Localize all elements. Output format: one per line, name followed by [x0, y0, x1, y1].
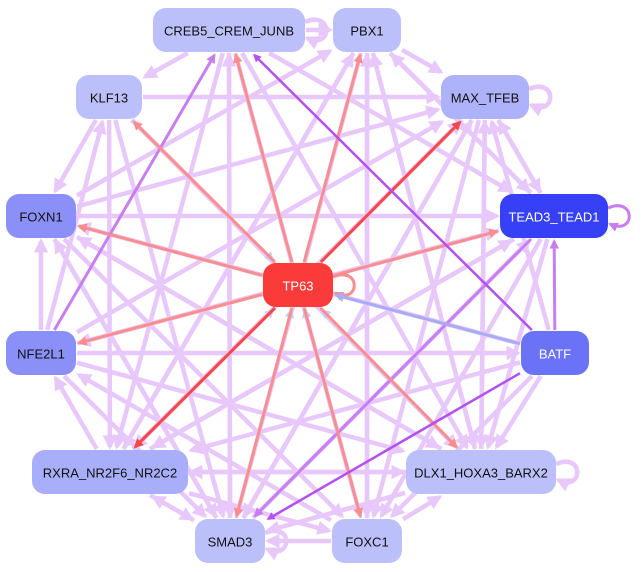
- edge-tp63-to-dlx1-hoxa3-barx2: [319, 306, 458, 449]
- node-box[interactable]: [333, 8, 401, 52]
- node-batf[interactable]: BATF: [521, 331, 589, 375]
- edge-batf-to-smad3: [266, 372, 521, 521]
- node-box[interactable]: [195, 519, 265, 563]
- edge-batf-to-tead3-tead1: [549, 239, 560, 331]
- node-pbx1[interactable]: PBX1: [333, 8, 401, 52]
- edge-smad3-to-foxn1: [53, 238, 219, 520]
- node-smad3[interactable]: SMAD3: [195, 519, 265, 563]
- node-label: TEAD3_TEAD1: [508, 210, 599, 225]
- edge-creb5-crem-junb-to-klf13: [142, 51, 189, 79]
- edge-dlx1-hoxa3-barx2-to-smad3: [265, 490, 406, 535]
- node-label: PBX1: [350, 24, 383, 39]
- node-box[interactable]: [76, 75, 142, 119]
- node-box[interactable]: [521, 331, 589, 375]
- node-label: SMAD3: [208, 535, 253, 550]
- node-label: RXRA_NR2F6_NR2C2: [43, 466, 177, 481]
- edge-nfe2l1-to-dlx1-hoxa3-barx2: [76, 360, 406, 455]
- edge-dlx1-hoxa3-barx2-to-foxn1: [76, 236, 443, 451]
- node-label: KLF13: [90, 91, 128, 106]
- edge-tp63-to-creb5-crem-junb: [233, 53, 294, 263]
- edge-tp63-to-tp63: [332, 273, 356, 301]
- edge-tp63-to-max-tfeb: [319, 120, 462, 264]
- edge-tp63-to-nfe2l1: [77, 293, 263, 346]
- edge-tp63-to-smad3: [233, 307, 294, 518]
- node-rxra-nr2f6-nr2c2[interactable]: RXRA_NR2F6_NR2C2: [32, 450, 188, 494]
- edge-tp63-to-foxn1: [77, 223, 263, 277]
- node-klf13[interactable]: KLF13: [76, 75, 142, 119]
- node-label: TP63: [282, 279, 313, 294]
- node-foxn1[interactable]: FOXN1: [6, 194, 76, 238]
- edges-layer: [33, 17, 631, 561]
- edge-tp63-to-foxc1: [302, 307, 363, 518]
- edge-foxc1-to-dlx1-hoxa3-barx2: [401, 495, 443, 522]
- node-label: BATF: [539, 347, 571, 362]
- node-box[interactable]: [406, 450, 556, 494]
- edge-foxn1-to-max-tfeb: [76, 105, 441, 209]
- edge-tead3-tead1-to-max-tfeb: [497, 119, 543, 195]
- node-label: FOXN1: [19, 210, 62, 225]
- edge-tp63-to-rxra-nr2f6-nr2c2: [133, 306, 276, 449]
- node-box[interactable]: [153, 8, 305, 52]
- edge-tead3-tead1-to-tead3-tead1: [607, 204, 631, 232]
- edge-pbx1-to-max-tfeb: [400, 47, 444, 74]
- edge-pbx1-to-rxra-nr2f6-nr2c2: [122, 51, 356, 450]
- node-box[interactable]: [332, 519, 402, 563]
- edge-smad3-to-rxra-nr2f6-nr2c2: [151, 495, 196, 523]
- node-label: MAX_TFEB: [451, 91, 520, 106]
- edge-tp63-to-klf13: [132, 120, 276, 264]
- node-tead3-tead1[interactable]: TEAD3_TEAD1: [500, 194, 608, 238]
- node-label: CREB5_CREM_JUNB: [164, 24, 294, 39]
- edge-rxra-nr2f6-nr2c2-to-nfe2l1: [53, 375, 99, 451]
- node-label: DLX1_HOXA3_BARX2: [414, 466, 548, 481]
- edge-max-tfeb-to-max-tfeb: [528, 84, 553, 117]
- edge-batf-to-rxra-nr2f6-nr2c2: [188, 360, 521, 455]
- edge-foxc1-to-nfe2l1: [76, 372, 333, 523]
- node-box[interactable]: [263, 263, 333, 307]
- edge-smad3-to-max-tfeb: [241, 119, 473, 520]
- node-box[interactable]: [6, 194, 76, 238]
- node-label: FOXC1: [345, 535, 388, 550]
- edge-tead3-tead1-to-rxra-nr2f6-nr2c2: [150, 237, 516, 449]
- node-max-tfeb[interactable]: MAX_TFEB: [441, 75, 529, 119]
- node-label: NFE2L1: [17, 347, 65, 362]
- node-dlx1-hoxa3-barx2[interactable]: DLX1_HOXA3_BARX2: [406, 450, 556, 494]
- node-box[interactable]: [500, 194, 608, 238]
- edge-creb5-crem-junb-to-dlx1-hoxa3-barx2: [240, 51, 469, 450]
- node-box[interactable]: [6, 331, 76, 375]
- edge-tp63-to-tead3-tead1: [333, 228, 499, 277]
- edge-batf-to-dlx1-hoxa3-barx2: [494, 374, 543, 450]
- edge-tp63-to-pbx1: [302, 53, 363, 263]
- edge-nfe2l1-to-creb5-crem-junb: [53, 53, 216, 331]
- edge-smad3-to-creb5-crem-junb: [221, 52, 237, 519]
- node-box[interactable]: [32, 450, 188, 494]
- node-nfe2l1[interactable]: NFE2L1: [6, 331, 76, 375]
- edge-dlx1-hoxa3-barx2-to-dlx1-hoxa3-barx2: [555, 459, 580, 492]
- node-creb5-crem-junb[interactable]: CREB5_CREM_JUNB: [153, 8, 305, 52]
- edge-batf-to-tp63: [334, 292, 521, 346]
- node-tp63[interactable]: TP63: [263, 263, 333, 307]
- edge-nfe2l1-to-max-tfeb: [75, 120, 445, 335]
- node-foxc1[interactable]: FOXC1: [332, 519, 402, 563]
- edge-batf-to-creb5-crem-junb: [253, 53, 533, 331]
- node-box[interactable]: [441, 75, 529, 119]
- edge-klf13-to-foxn1: [53, 118, 98, 194]
